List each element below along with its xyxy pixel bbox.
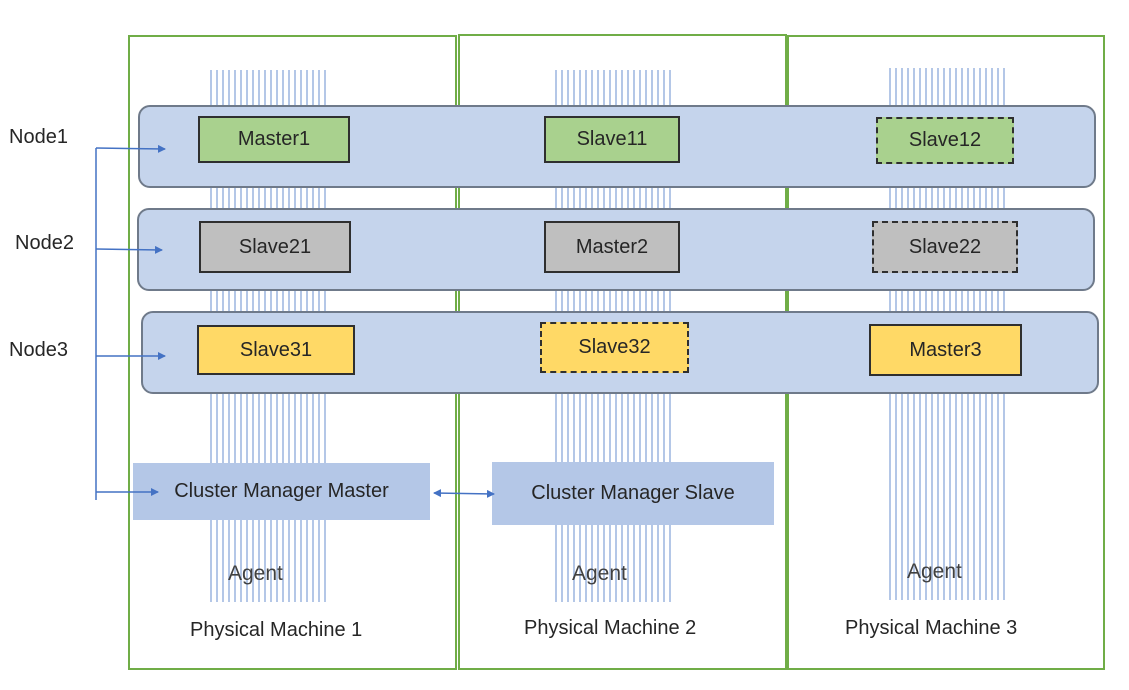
slave11-box: Slave11 [544, 116, 680, 163]
agent-label-1: Agent [228, 562, 283, 585]
master1-box: Master1 [198, 116, 350, 163]
slave12-box: Slave12 [876, 117, 1014, 164]
slave21-box: Slave21 [199, 221, 351, 273]
slave32-box: Slave32 [540, 322, 689, 373]
node3-label: Node3 [9, 339, 68, 361]
slave31-box: Slave31 [197, 325, 355, 375]
machine-label-2: Physical Machine 2 [524, 617, 697, 639]
machine-label-1: Physical Machine 1 [190, 619, 363, 641]
agent-label-2: Agent [572, 562, 627, 585]
arrow-node2 [95, 245, 163, 254]
master3-box: Master3 [869, 324, 1022, 376]
machine-label-3: Physical Machine 3 [845, 617, 1018, 639]
cluster-manager-slave: Cluster Manager Slave [492, 462, 774, 525]
cluster-manager-master: Cluster Manager Master [133, 463, 430, 520]
node2-label: Node2 [15, 232, 74, 254]
slave22-box: Slave22 [872, 221, 1018, 273]
arrow-node1 [95, 144, 166, 153]
arrow-cluster-sync [433, 489, 495, 498]
node1-label: Node1 [9, 126, 68, 148]
master2-box: Master2 [544, 221, 680, 273]
agent-label-3: Agent [907, 560, 962, 583]
